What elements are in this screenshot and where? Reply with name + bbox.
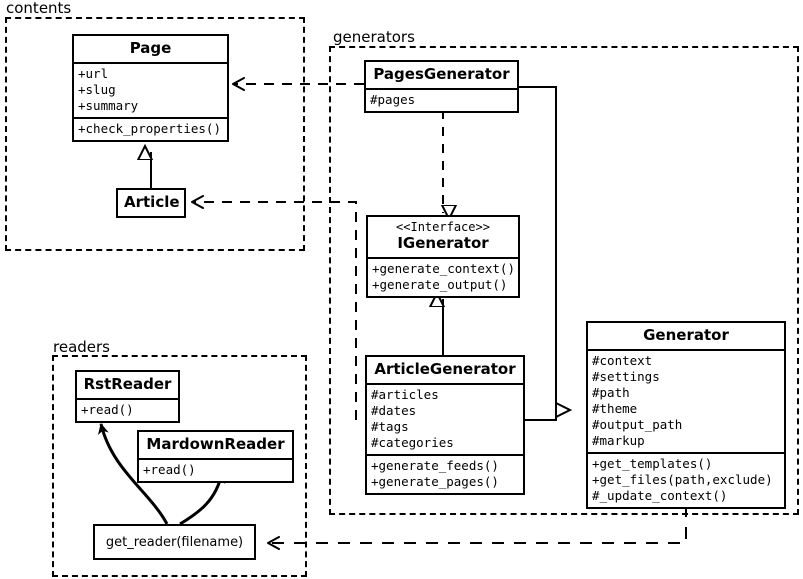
package-contents [5,17,305,251]
attribute: #tags [371,419,409,434]
attribute: #context [592,353,653,368]
package-contents-label: contents [4,0,74,17]
class-igenerator-title: IGenerator [397,234,489,252]
class-mardown-reader-operations: +read() [139,458,292,481]
attribute: #pages [370,92,416,107]
operation: +generate_context() [372,261,515,276]
package-readers [52,355,307,577]
class-rst-reader[interactable]: RstReader +read() [75,370,180,423]
class-generator[interactable]: Generator #context #settings #path #them… [586,321,786,509]
class-generator-operations: +get_templates() +get_files(path,exclude… [588,452,784,507]
class-rst-reader-title: RstReader [83,375,172,393]
class-page-title: Page [129,39,172,57]
package-readers-label: readers [51,338,112,356]
attribute: +url [78,66,109,81]
class-generator-title: Generator [643,326,729,344]
attribute: #settings [592,369,660,384]
attribute: #articles [371,387,439,402]
operation: +get_templates() [592,456,713,471]
class-igenerator-stereotype: <<Interface>> [396,220,490,234]
class-article-generator-title: ArticleGenerator [374,360,516,378]
attribute: #dates [371,403,417,418]
class-page-attributes: +url +slug +summary [74,62,227,117]
class-page[interactable]: Page +url +slug +summary +check_properti… [72,34,229,142]
class-article[interactable]: Article [116,188,186,218]
class-article-generator-operations: +generate_feeds() +generate_pages() [367,454,523,493]
class-article-generator[interactable]: ArticleGenerator #articles #dates #tags … [365,355,525,495]
operation: +generate_pages() [371,474,499,489]
package-generators [329,46,799,515]
attribute: #markup [592,433,645,448]
attribute: #categories [371,435,454,450]
function-get-reader-label: get_reader(filename) [105,534,244,550]
attribute: #output_path [592,417,683,432]
class-igenerator[interactable]: <<Interface>> IGenerator +generate_conte… [366,215,520,298]
class-igenerator-operations: +generate_context() +generate_output() [368,257,518,296]
operation: +read() [81,402,134,417]
class-pages-generator-attributes: #pages [366,88,517,111]
class-mardown-reader-title: MardownReader [146,435,285,453]
operation: +generate_output() [372,277,508,292]
attribute: #theme [592,401,638,416]
attribute: #path [592,385,630,400]
operation: #_update_context() [592,488,728,503]
class-pages-generator-title: PagesGenerator [373,65,510,83]
attribute: +slug [78,82,116,97]
attribute: +summary [78,98,139,113]
class-generator-attributes: #context #settings #path #theme #output_… [588,349,784,452]
package-generators-label: generators [331,28,417,46]
operation: +check_properties() [78,121,221,136]
class-article-generator-attributes: #articles #dates #tags #categories [367,383,523,454]
operation: +get_files(path,exclude) [592,472,773,487]
operation: +generate_feeds() [371,458,499,473]
class-mardown-reader[interactable]: MardownReader +read() [137,430,294,483]
class-article-title: Article [124,193,180,211]
class-rst-reader-operations: +read() [77,398,178,421]
class-page-operations: +check_properties() [74,117,227,140]
function-get-reader[interactable]: get_reader(filename) [93,524,256,560]
class-pages-generator[interactable]: PagesGenerator #pages [364,60,519,113]
operation: +read() [143,462,196,477]
